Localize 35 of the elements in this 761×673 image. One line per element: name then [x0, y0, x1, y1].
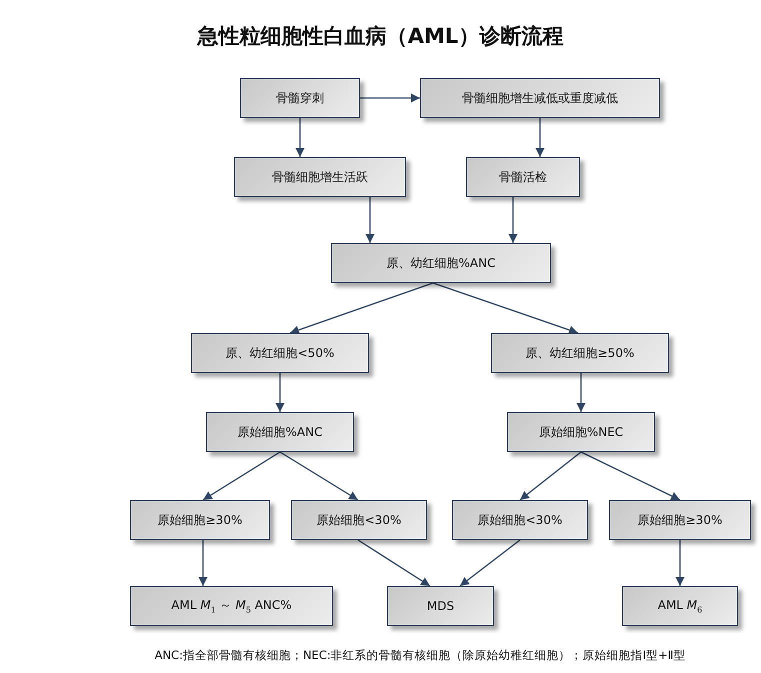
process-box: 原始细胞%NEC: [507, 412, 655, 452]
arrow: [198, 540, 208, 586]
process-box: 骨髓细胞增生活跃: [234, 157, 406, 197]
arrow: [580, 451, 680, 501]
arrow: [676, 540, 684, 586]
process-box: 原、幼红细胞%ANC: [331, 243, 551, 283]
arrow: [202, 451, 280, 501]
arrow: [460, 539, 520, 587]
arrow: [360, 94, 420, 102]
arrow: [520, 451, 582, 501]
process-box: 原始细胞<30%: [291, 500, 427, 540]
arrow: [290, 282, 434, 334]
process-box: 原、幼红细胞≥50%: [491, 333, 669, 373]
diagram-title: 急性粒细胞性白血病（AML）诊断流程: [196, 23, 564, 50]
arrow: [296, 118, 304, 157]
arrow: [536, 118, 544, 157]
process-box: 原始细胞<30%: [452, 500, 588, 540]
arrow: [280, 451, 358, 501]
process-box: 原始细胞≥30%: [130, 500, 270, 540]
footnote: ANC:指全部骨髓有核细胞；NEC:非红系的骨髓有核细胞（除原始幼稚红细胞）；原始细胞指Ⅰ型+Ⅱ型: [154, 648, 686, 663]
arrow: [276, 373, 284, 412]
process-box: 原始细胞≥30%: [609, 500, 751, 540]
arrow: [432, 282, 578, 334]
arrow: [576, 373, 586, 412]
process-box: 原、幼红细胞<50%: [191, 333, 369, 373]
process-box: 原始细胞%ANC: [206, 412, 354, 452]
process-box: AML M$_{6}$: [622, 586, 738, 626]
arrow: [358, 539, 430, 587]
arrow: [366, 197, 374, 243]
process-box: 骨髓细胞增生减低或重度减低: [420, 78, 660, 118]
process-box: MDS: [387, 586, 494, 626]
arrow: [508, 197, 518, 243]
process-box: AML M$_{1}$ ～ M$_{5}$ ANC%: [130, 586, 333, 626]
process-box: 骨髓活检: [466, 157, 580, 197]
process-box: 骨髓穿刺: [240, 78, 360, 118]
